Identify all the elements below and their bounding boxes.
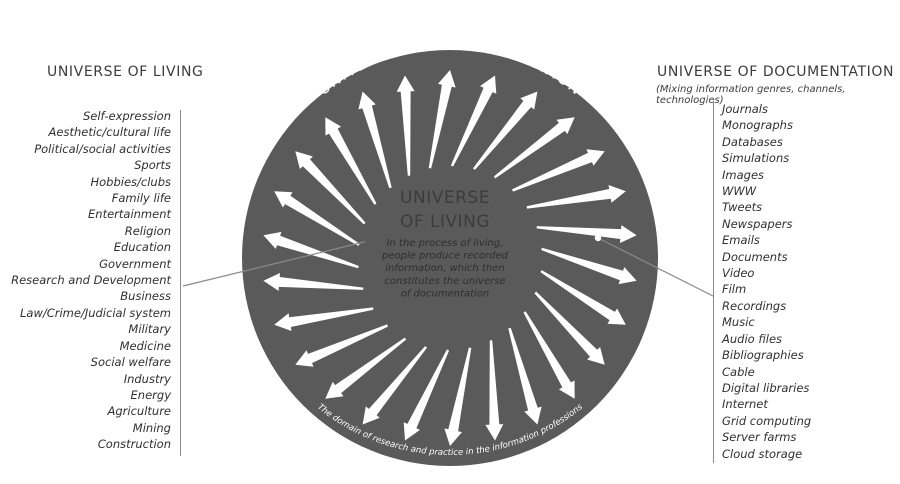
arrow-shape (325, 117, 377, 205)
right-connector-dot (594, 234, 602, 242)
list-item: Documents (722, 249, 788, 264)
arrow-shape (526, 185, 626, 209)
arrow-shape (493, 117, 575, 179)
list-item: Emails (722, 233, 760, 248)
left-connector-line (182, 240, 369, 287)
list-item: Construction (97, 437, 171, 452)
list-item: Music (722, 315, 755, 330)
left-connector-dot (364, 237, 372, 245)
right-list-divider (713, 101, 714, 463)
arrow-shape (358, 91, 392, 189)
list-item: Social welfare (90, 355, 171, 370)
arrow-shape (263, 273, 364, 291)
list-item: Research and Development (11, 273, 171, 288)
list-item: Self-expression (82, 109, 171, 123)
list-item: Government (99, 256, 171, 271)
arrow-shape (295, 324, 388, 367)
left-heading: UNIVERSE OF LIVING (47, 64, 204, 80)
list-item: Digital libraries (722, 380, 810, 395)
inner-description-line: people produce recorded (381, 251, 509, 262)
right-subheading: (Mixing information genres, channels, te… (656, 84, 846, 106)
list-item: Images (722, 167, 765, 182)
list-item: Bibliographies (722, 348, 804, 363)
inner-description: In the process of living, people produce … (381, 238, 509, 299)
list-item: Entertainment (88, 207, 171, 222)
inner-title-line2: OF LIVING (400, 212, 490, 232)
arrow-shape (403, 349, 450, 441)
list-item: Business (120, 289, 171, 304)
list-item: Video (722, 266, 755, 281)
list-item: Religion (124, 223, 171, 238)
arrow-shape (295, 151, 366, 225)
list-item: Family life (111, 191, 171, 206)
arrow-ring (263, 70, 637, 446)
list-item: Monographs (722, 118, 793, 133)
list-item: Energy (130, 387, 171, 402)
arrow-shape (473, 91, 538, 170)
list-item: Sports (134, 158, 171, 173)
list-item: Industry (123, 371, 171, 386)
inner-description-line: information, which then (385, 263, 504, 274)
list-item: Agriculture (107, 404, 172, 419)
list-item: Education (113, 240, 171, 255)
list-item: Tweets (722, 200, 763, 215)
arrow-shape (485, 340, 504, 441)
list-item: Aesthetic/cultural life (48, 125, 171, 140)
inner-title-line1: UNIVERSE (400, 188, 490, 208)
arrow-shape (263, 231, 359, 269)
list-item: Databases (722, 134, 783, 149)
list-item: Film (722, 282, 747, 297)
list-item: Newspapers (722, 216, 793, 231)
list-item: Cloud storage (722, 446, 803, 461)
arrow-shape (450, 75, 497, 167)
list-item: Political/social activities (34, 141, 171, 156)
list-item: Grid computing (722, 413, 812, 428)
list-item: Server farms (722, 430, 797, 445)
list-item: Hobbies/clubs (90, 174, 171, 189)
arrow-shape (534, 291, 605, 365)
list-item: Journals (722, 102, 768, 116)
arrow-shape (512, 149, 605, 192)
list-item: Audio files (722, 331, 783, 346)
inner-description-line: In the process of living, (387, 238, 504, 249)
arrow-shape (540, 270, 626, 325)
arrow-shape (536, 225, 637, 243)
right-connector-line (597, 237, 714, 297)
arrow-shape (396, 75, 415, 176)
list-item: Law/Crime/Judicial system (19, 305, 171, 320)
list-item: Simulations (722, 151, 790, 166)
list-item: WWW (722, 184, 757, 199)
arrow-shape (541, 247, 637, 285)
arrow-shape (523, 311, 575, 399)
arrow-shape (444, 347, 472, 446)
arrow-shape (428, 70, 456, 169)
list-item: Internet (722, 397, 768, 412)
left-list-divider (180, 110, 181, 456)
list-item: Military (128, 322, 171, 337)
arrow-shape (362, 346, 427, 425)
inner-description-line: of documentation (401, 288, 490, 299)
arrow-shape (274, 191, 360, 246)
list-item: Mining (132, 420, 171, 435)
arrow-shape (274, 307, 374, 331)
list-item: Medicine (119, 338, 171, 353)
list-item: Recordings (722, 298, 787, 313)
inner-description-line: constitutes the universe (384, 276, 505, 287)
list-item: Cable (722, 364, 755, 379)
arrow-shape (325, 337, 407, 399)
arrow-shape (508, 327, 542, 425)
right-heading: UNIVERSE OF DOCUMENTATION (657, 64, 895, 80)
